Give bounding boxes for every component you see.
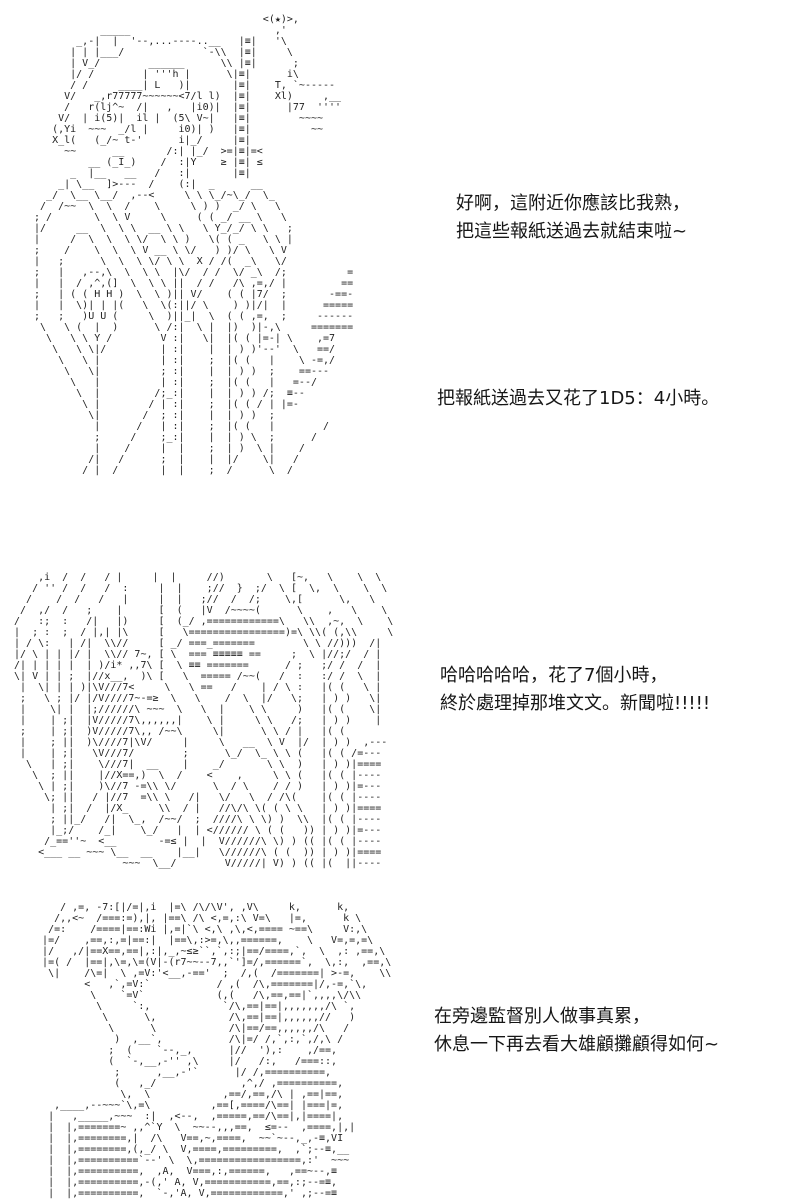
dialogue-text-1: 好啊，這附近你應該比我熟， 把這些報紙送過去就結束啦~	[456, 193, 690, 242]
ascii-art-newspaper-carrier: <(★)>, _____ ,' _,-| | '--,...----..__ |…	[34, 14, 354, 476]
dialogue-text-4: 在旁邊監督別人做事真累， 休息一下再去看大雄顧攤顧得如何~	[434, 1006, 720, 1055]
ascii-art-tengu-reporter: ,i / / / | | | //) \ [~, \ \ \ / '' / / …	[14, 572, 394, 869]
dialogue-text-2: 把報紙送過去又花了1D5：4小時。	[437, 388, 720, 409]
dialogue-text-3: 哈哈哈哈哈，花了7個小時， 終於處理掉那堆文文。新聞啦!!!!!	[440, 665, 711, 714]
ascii-art-resting-profile: / ,=, -7:[|/=|,i |=\ /\/\V', ,V\ k, k, /…	[42, 902, 392, 1199]
